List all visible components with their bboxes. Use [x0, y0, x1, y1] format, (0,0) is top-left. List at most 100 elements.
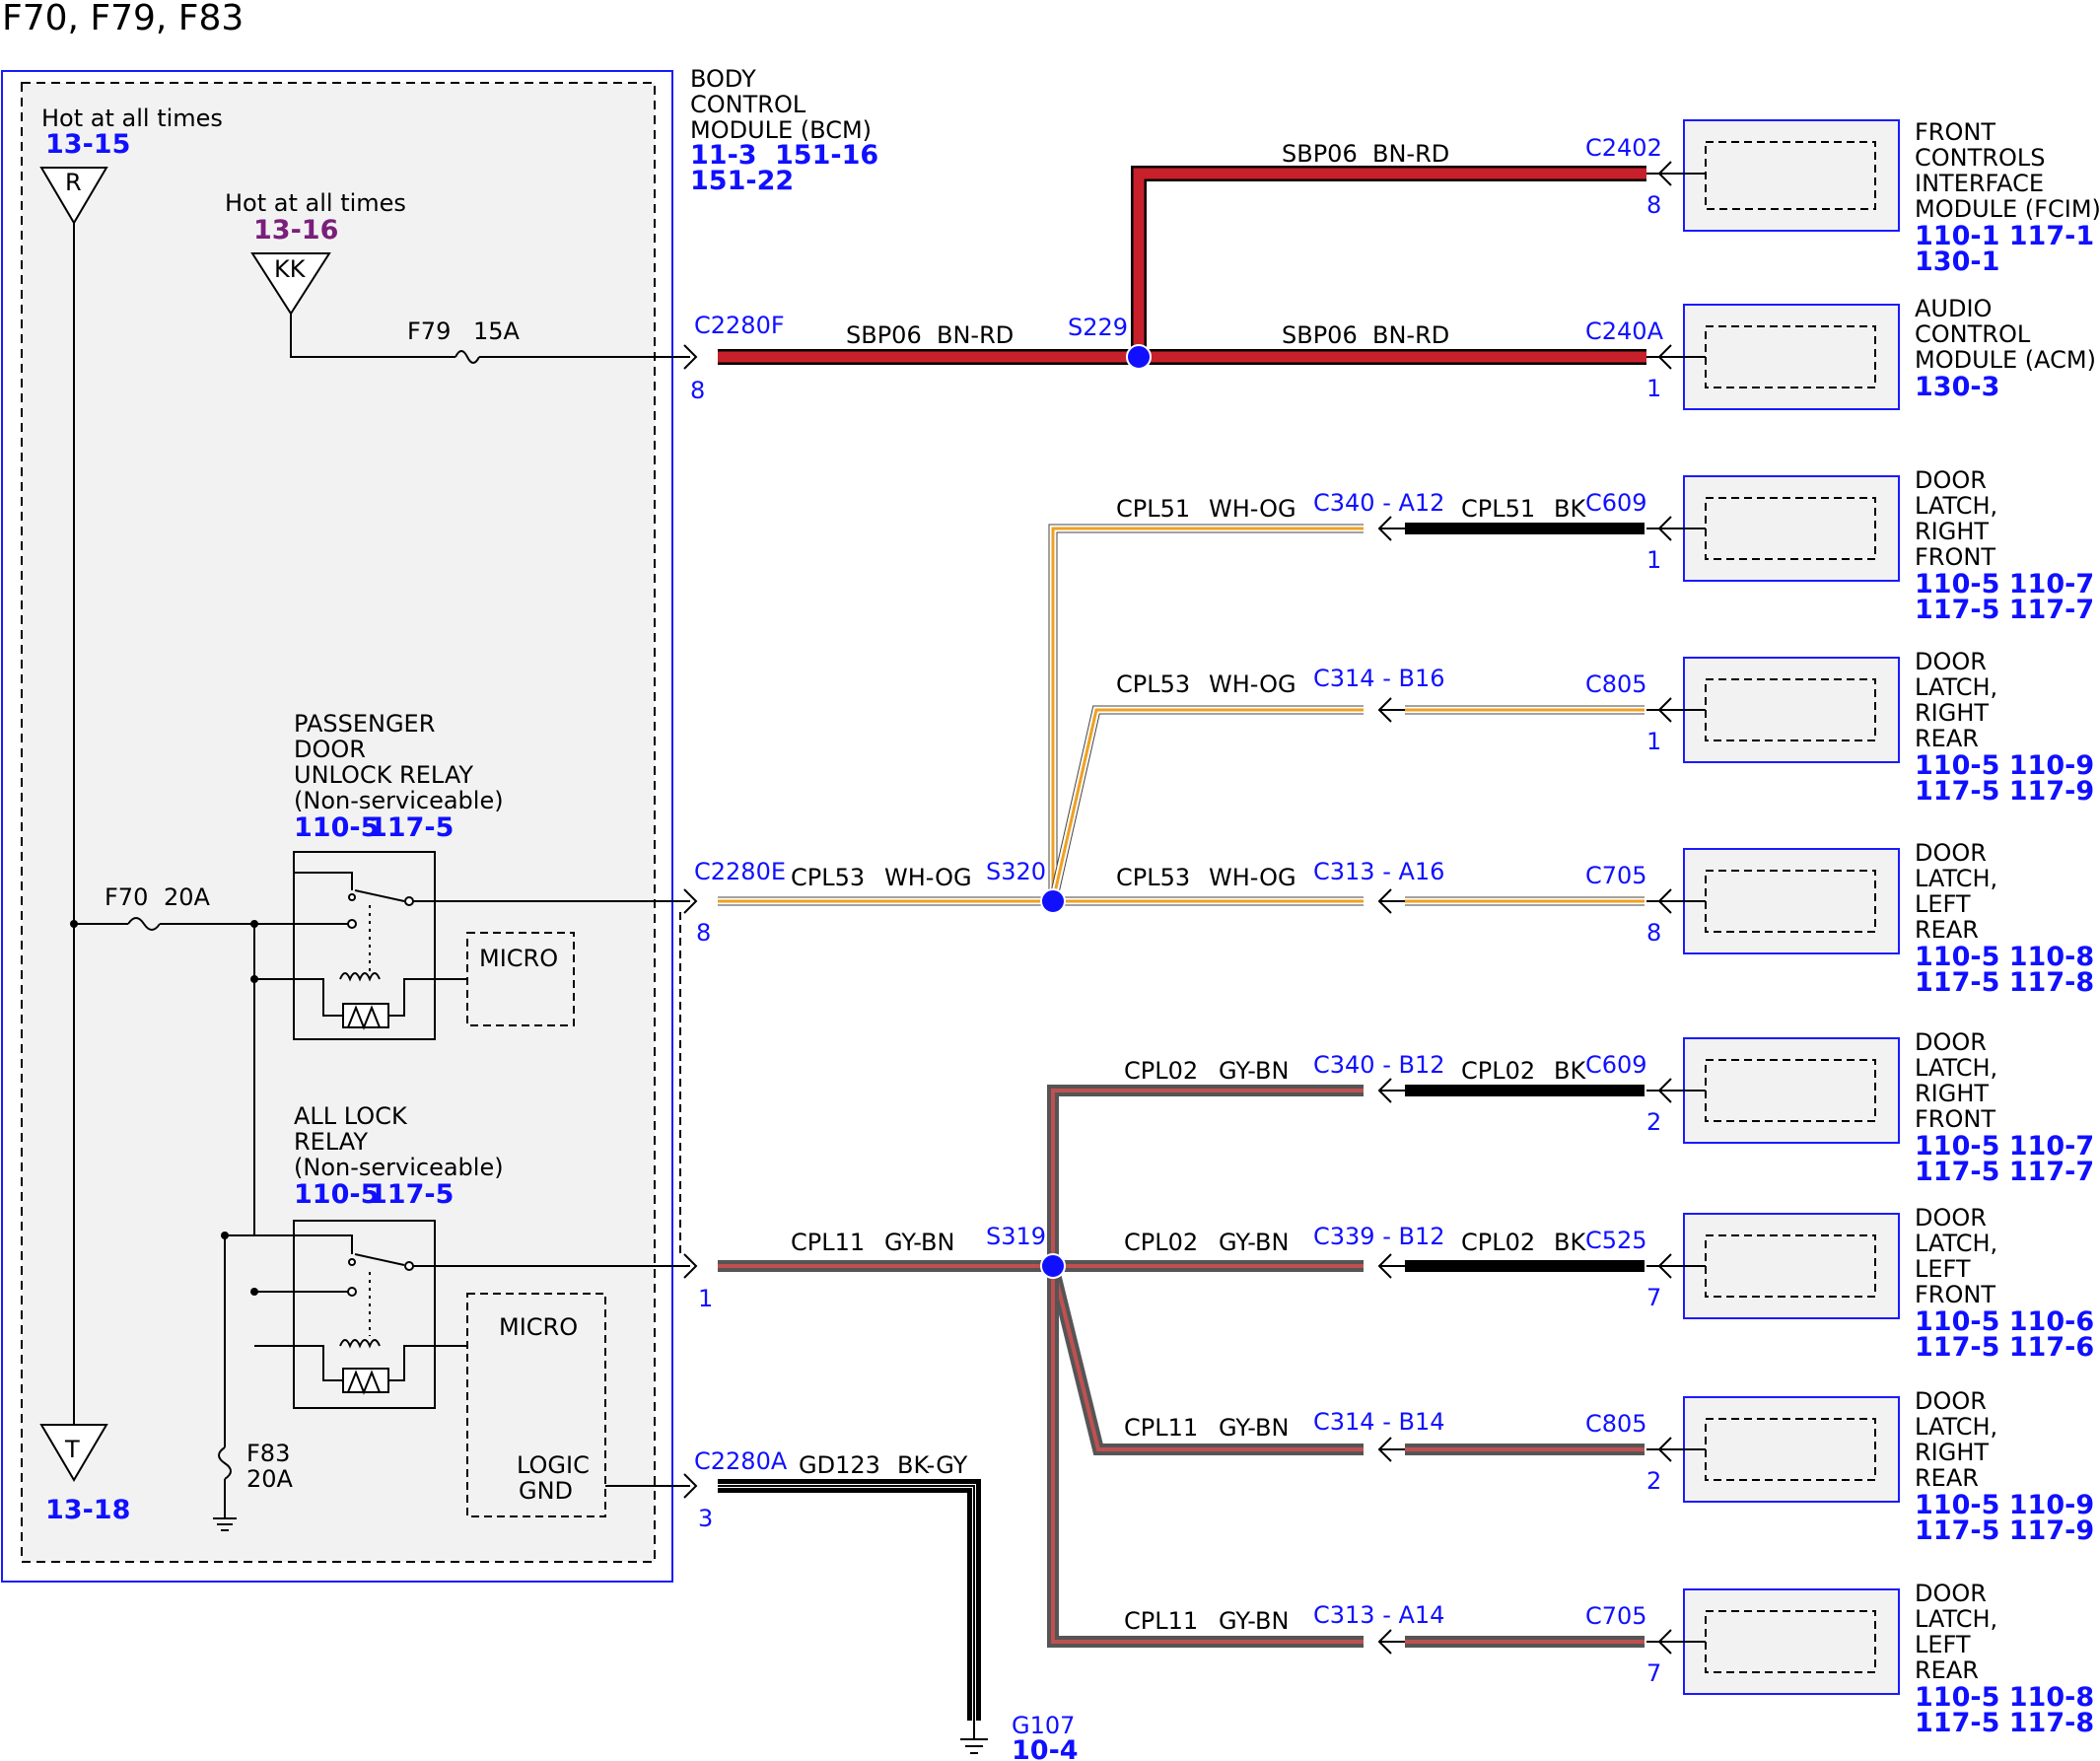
- module-box: [1683, 1588, 1900, 1695]
- module-name-line: MODULE (FCIM): [1915, 195, 2100, 223]
- module-name-line: LEFT: [1915, 890, 1971, 918]
- svg-text:WH-OG: WH-OG: [884, 864, 972, 891]
- passenger-door-unlock-relay-label: PASSENGER DOOR UNLOCK RELAY (Non-service…: [294, 710, 504, 843]
- module-box: [1683, 119, 1900, 232]
- module-box: [1683, 848, 1900, 954]
- svg-text:UNLOCK RELAY: UNLOCK RELAY: [294, 761, 473, 789]
- module-name-line: CONTROL: [1915, 320, 2031, 348]
- svg-text:CPL11: CPL11: [1124, 1414, 1198, 1442]
- connector-arrow: [1657, 344, 1672, 370]
- svg-text:RELAY: RELAY: [294, 1128, 368, 1156]
- module-name-line: DOOR: [1915, 839, 1987, 867]
- module-name-line: FRONT: [1915, 118, 1995, 146]
- svg-text:SBP06: SBP06: [1282, 140, 1358, 168]
- module-name-line: AUDIO: [1915, 295, 1992, 322]
- svg-text:11-3: 11-3: [690, 140, 757, 171]
- inline-connector-arrows: [1377, 516, 1405, 1655]
- module-name-line: RIGHT: [1915, 1439, 1989, 1466]
- splice-s229: [1126, 344, 1152, 370]
- svg-text:BN-RD: BN-RD: [937, 321, 1014, 349]
- module-connector: C609: [1585, 489, 1647, 517]
- passenger-relay-internals: [254, 872, 690, 1030]
- module-name-line: REAR: [1915, 1656, 1979, 1684]
- svg-text:151-22: 151-22: [690, 166, 794, 196]
- module-ref: 110-5 110-8: [1915, 1682, 2094, 1713]
- module-name-line: FRONT: [1915, 543, 1995, 571]
- module-name-line: RIGHT: [1915, 699, 1989, 727]
- svg-text:CPL53: CPL53: [1116, 670, 1190, 698]
- power-source-r: Hot at all times 13-15 R: [39, 105, 223, 225]
- svg-text:ALL LOCK: ALL LOCK: [294, 1102, 408, 1130]
- svg-text:SBP06: SBP06: [846, 321, 922, 349]
- module-name-line: INTERFACE: [1915, 170, 2044, 197]
- module-name-line: REAR: [1915, 1464, 1979, 1492]
- svg-text:117-5: 117-5: [369, 1179, 454, 1210]
- fuse-f83: F83 20A: [213, 1440, 294, 1531]
- module-ref: 130-1: [1915, 247, 1999, 277]
- module-connector: C705: [1585, 862, 1647, 889]
- module-name-line: DOOR: [1915, 1028, 1987, 1056]
- module-pin: 8: [1646, 191, 1661, 219]
- svg-text:C2280A: C2280A: [694, 1447, 788, 1475]
- micro-box-1: [466, 932, 575, 1026]
- ground-symbol-g107: [960, 1721, 988, 1754]
- svg-text:(Non-serviceable): (Non-serviceable): [294, 787, 504, 814]
- svg-text:CPL51: CPL51: [1461, 495, 1535, 523]
- svg-text:MICRO: MICRO: [499, 1313, 578, 1341]
- module-name-line: LATCH,: [1915, 865, 1997, 892]
- svg-text:13-18: 13-18: [45, 1495, 130, 1525]
- module-name-line: LATCH,: [1915, 492, 1997, 520]
- module-ref: 110-5 110-7: [1915, 1131, 2094, 1162]
- svg-text:8: 8: [690, 377, 705, 404]
- svg-text:F83: F83: [246, 1440, 290, 1467]
- svg-text:C314 - B14: C314 - B14: [1313, 1408, 1445, 1436]
- module-ref: 117-5 117-9: [1915, 1515, 2094, 1546]
- svg-text:C314 - B16: C314 - B16: [1313, 665, 1445, 692]
- svg-text:S229: S229: [1068, 314, 1128, 341]
- svg-text:20A: 20A: [246, 1465, 294, 1493]
- fuse-f79: F79 15A: [407, 317, 521, 364]
- module-connector: C525: [1585, 1227, 1647, 1254]
- svg-text:C340 - A12: C340 - A12: [1313, 489, 1444, 517]
- module-name-line: RIGHT: [1915, 1080, 1989, 1107]
- wire-gd123: [718, 1479, 981, 1721]
- module-pin: 2: [1646, 1467, 1661, 1495]
- module-box: [1683, 657, 1900, 763]
- svg-text:S319: S319: [986, 1223, 1046, 1250]
- svg-text:8: 8: [696, 919, 711, 947]
- svg-text:WH-OG: WH-OG: [1209, 670, 1296, 698]
- module-name-line: DOOR: [1915, 648, 1987, 675]
- svg-text:BN-RD: BN-RD: [1372, 140, 1449, 168]
- wire-wh-og: [718, 523, 1645, 906]
- svg-text:Hot at all times: Hot at all times: [225, 189, 406, 217]
- svg-text:(Non-serviceable): (Non-serviceable): [294, 1154, 504, 1181]
- svg-text:BN-RD: BN-RD: [1372, 321, 1449, 349]
- svg-text:CPL53: CPL53: [791, 864, 865, 891]
- fuse-f70: F70 20A: [105, 883, 211, 931]
- svg-text:BK: BK: [1554, 1229, 1586, 1256]
- module-name-line: LATCH,: [1915, 1230, 1997, 1257]
- svg-text:GY-BN: GY-BN: [1219, 1414, 1289, 1442]
- splice-s320: [1040, 888, 1066, 914]
- module-ref: 110-1 117-1: [1915, 221, 2094, 251]
- module-pin: 7: [1646, 1659, 1661, 1687]
- svg-text:GND: GND: [519, 1477, 573, 1505]
- connector-arrow: [1657, 161, 1672, 186]
- svg-text:CONTROL: CONTROL: [690, 91, 806, 118]
- svg-text:C2280F: C2280F: [694, 312, 785, 339]
- svg-text:BK: BK: [1554, 1057, 1586, 1085]
- svg-text:CPL53: CPL53: [1116, 864, 1190, 891]
- svg-text:117-5: 117-5: [369, 812, 454, 843]
- connector-arrow: [1657, 1629, 1672, 1655]
- svg-text:110-5: 110-5: [294, 1179, 379, 1210]
- svg-text:MODULE (BCM): MODULE (BCM): [690, 116, 872, 144]
- module-ref: 110-5 110-9: [1915, 750, 2094, 781]
- module-name-line: LATCH,: [1915, 1413, 1997, 1441]
- connector-arrow: [1657, 1253, 1672, 1279]
- module-name-line: DOOR: [1915, 1580, 1987, 1607]
